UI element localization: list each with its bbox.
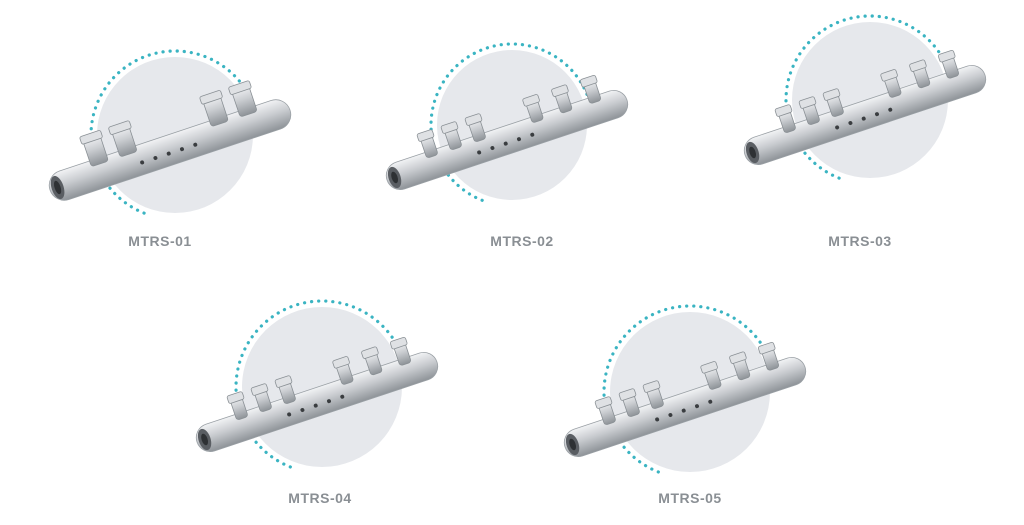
product-code: MTRS-04 bbox=[288, 490, 352, 506]
connector-tube-image bbox=[563, 304, 807, 474]
connector-tube-image bbox=[743, 14, 987, 180]
product-card[interactable]: MTRS-02 bbox=[372, 0, 672, 250]
product-card[interactable]: MTRS-01 bbox=[10, 0, 310, 250]
product-code: MTRS-03 bbox=[828, 233, 892, 249]
product-code: MTRS-05 bbox=[658, 490, 722, 506]
connector-tube-image bbox=[48, 49, 292, 215]
product-card[interactable]: MTRS-05 bbox=[540, 262, 840, 512]
product-card[interactable]: MTRS-03 bbox=[710, 0, 1010, 250]
product-code: MTRS-02 bbox=[490, 233, 554, 249]
connector-tube-image bbox=[195, 299, 439, 469]
product-card[interactable]: MTRS-04 bbox=[170, 262, 470, 512]
product-code: MTRS-01 bbox=[128, 233, 192, 249]
connector-tube-image bbox=[385, 42, 629, 202]
